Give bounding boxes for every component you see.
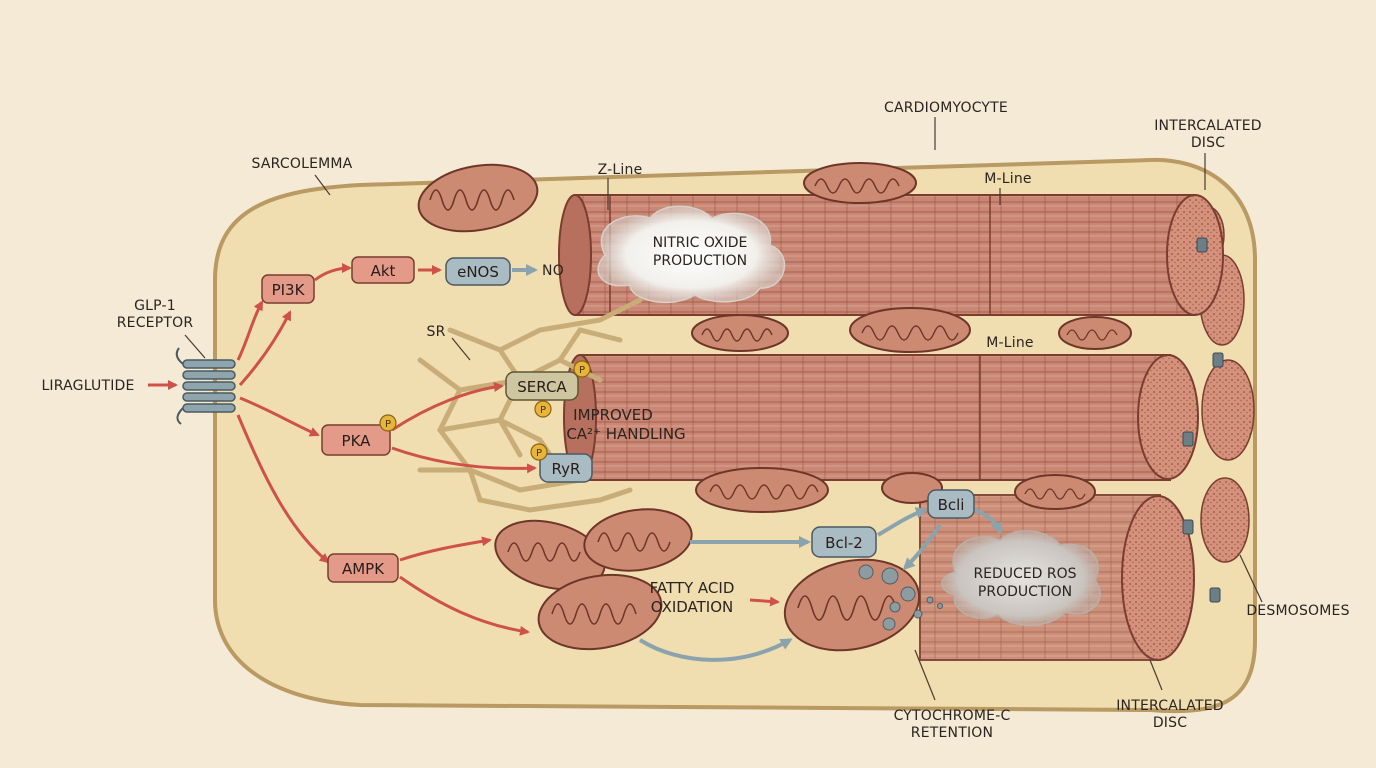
- label-m-line-top: M-Line: [984, 171, 1032, 187]
- node-enos: eNOS: [445, 257, 511, 286]
- glp1-receptor: [175, 347, 236, 425]
- mitochondrion: [695, 467, 829, 513]
- label-no: NO: [542, 263, 564, 279]
- arrow-bcli-mito: [902, 523, 942, 571]
- label-improved-line1: IMPROVED: [573, 406, 653, 424]
- node-ampk: AMPK: [327, 553, 399, 583]
- arrow-receptor-pi3k-2: [238, 310, 292, 387]
- node-enos-label: eNOS: [457, 263, 499, 281]
- label-intercalated-disc-bottom-2: DISC: [1153, 715, 1187, 731]
- mitochondrion: [583, 508, 693, 572]
- phospho-serca-1: P: [573, 360, 591, 378]
- node-pka-label: PKA: [342, 432, 372, 450]
- label-cytochrome-line1: CYTOCHROME-C: [894, 708, 1011, 724]
- label-liraglutide: LIRAGLUTIDE: [41, 378, 134, 394]
- label-fatty-line2: OXIDATION: [651, 598, 734, 616]
- node-pi3k-label: PI3K: [272, 281, 306, 299]
- arrow-ampk-fao: [399, 575, 530, 636]
- phospho-label: P: [540, 405, 546, 416]
- mitochondrion: [1058, 316, 1132, 350]
- mitochondrion: [417, 163, 539, 233]
- label-sarcolemma: SARCOLEMMA: [252, 156, 353, 172]
- node-serca: SERCA: [505, 371, 579, 401]
- node-pka: PKA: [321, 424, 391, 456]
- mitochondrion: [494, 519, 606, 591]
- label-intercalated-disc-top-1: INTERCALATED: [1154, 118, 1262, 134]
- leader-lines: [184, 117, 1263, 701]
- arrow-ampk-mito: [399, 536, 492, 562]
- node-ryr: RyR: [539, 453, 593, 483]
- label-desmosomes: DESMOSOMES: [1246, 603, 1349, 619]
- node-pi3k: PI3K: [261, 274, 315, 304]
- node-bcli: Bcli: [927, 489, 975, 519]
- label-glp1-line2: RECEPTOR: [117, 315, 194, 331]
- reduced-ros-cloud: [941, 530, 1101, 626]
- arrow-receptor-pi3k-1: [236, 300, 264, 361]
- cloud-ros-line1: REDUCED ROS: [973, 566, 1076, 582]
- node-bcl2: Bcl-2: [811, 526, 877, 558]
- label-m-line-mid: M-Line: [986, 335, 1034, 351]
- nitric-oxide-cloud: [597, 205, 786, 304]
- node-ampk-label: AMPK: [342, 560, 385, 578]
- arrow-receptor-pka: [239, 396, 320, 437]
- pathway-arrows-blue: [512, 264, 1003, 662]
- label-fatty-line1: FATTY ACID: [650, 579, 735, 597]
- phospho-label: P: [579, 365, 585, 376]
- label-improved-line2: CA²⁺ HANDLING: [566, 425, 685, 443]
- arrow-bcli-ros: [974, 508, 1003, 535]
- label-cardiomyocyte: CARDIOMYOCYTE: [884, 100, 1008, 116]
- mitochondrion: [849, 307, 971, 353]
- mitochondrion: [537, 573, 663, 651]
- pathway-arrows-red: [148, 263, 780, 636]
- label-z-line: Z-Line: [598, 162, 643, 178]
- phospho-label: P: [385, 419, 391, 430]
- arrow-pi3k-akt: [314, 263, 352, 282]
- arrow-receptor-ampk: [236, 414, 330, 564]
- mitochondrion: [881, 472, 943, 504]
- node-bcli-label: Bcli: [938, 496, 965, 514]
- phospho-pka: P: [379, 414, 397, 432]
- arrow-mito-bottom: [638, 638, 793, 662]
- arrow-fao-mito: [749, 596, 780, 607]
- label-intercalated-disc-top-2: DISC: [1191, 135, 1225, 151]
- label-cytochrome-line2: RETENTION: [911, 725, 993, 741]
- phosphate-badges: P P P P: [379, 360, 591, 461]
- phospho-serca-2: P: [534, 400, 552, 418]
- arrow-pka-serca: [391, 382, 504, 432]
- myofibril-middle: [563, 354, 1199, 481]
- mitochondrion: [691, 314, 789, 352]
- label-intercalated-disc-bottom-1: INTERCALATED: [1116, 698, 1224, 714]
- arrow-bcl2-bcli: [876, 507, 928, 537]
- node-ryr-label: RyR: [552, 460, 581, 478]
- arrow-pka-ryr: [391, 446, 537, 474]
- node-akt-label: Akt: [371, 262, 396, 280]
- node-serca-label: SERCA: [517, 378, 567, 396]
- node-akt: Akt: [351, 256, 415, 284]
- desmosome-markers: [1182, 237, 1224, 603]
- mitochondrion: [1014, 474, 1096, 510]
- node-bcl2-label: Bcl-2: [825, 534, 863, 552]
- phospho-ryr: P: [530, 443, 548, 461]
- cloud-ros-line2: PRODUCTION: [978, 584, 1072, 600]
- label-sr: SR: [426, 324, 445, 340]
- cloud-nitric-oxide-line1: NITRIC OXIDE: [653, 235, 748, 251]
- label-glp1-line1: GLP-1: [134, 298, 176, 314]
- cytochrome-c-particles: [858, 564, 943, 631]
- mitochondrion: [803, 162, 917, 204]
- phospho-label: P: [536, 448, 542, 459]
- cloud-nitric-oxide-line2: PRODUCTION: [653, 253, 747, 269]
